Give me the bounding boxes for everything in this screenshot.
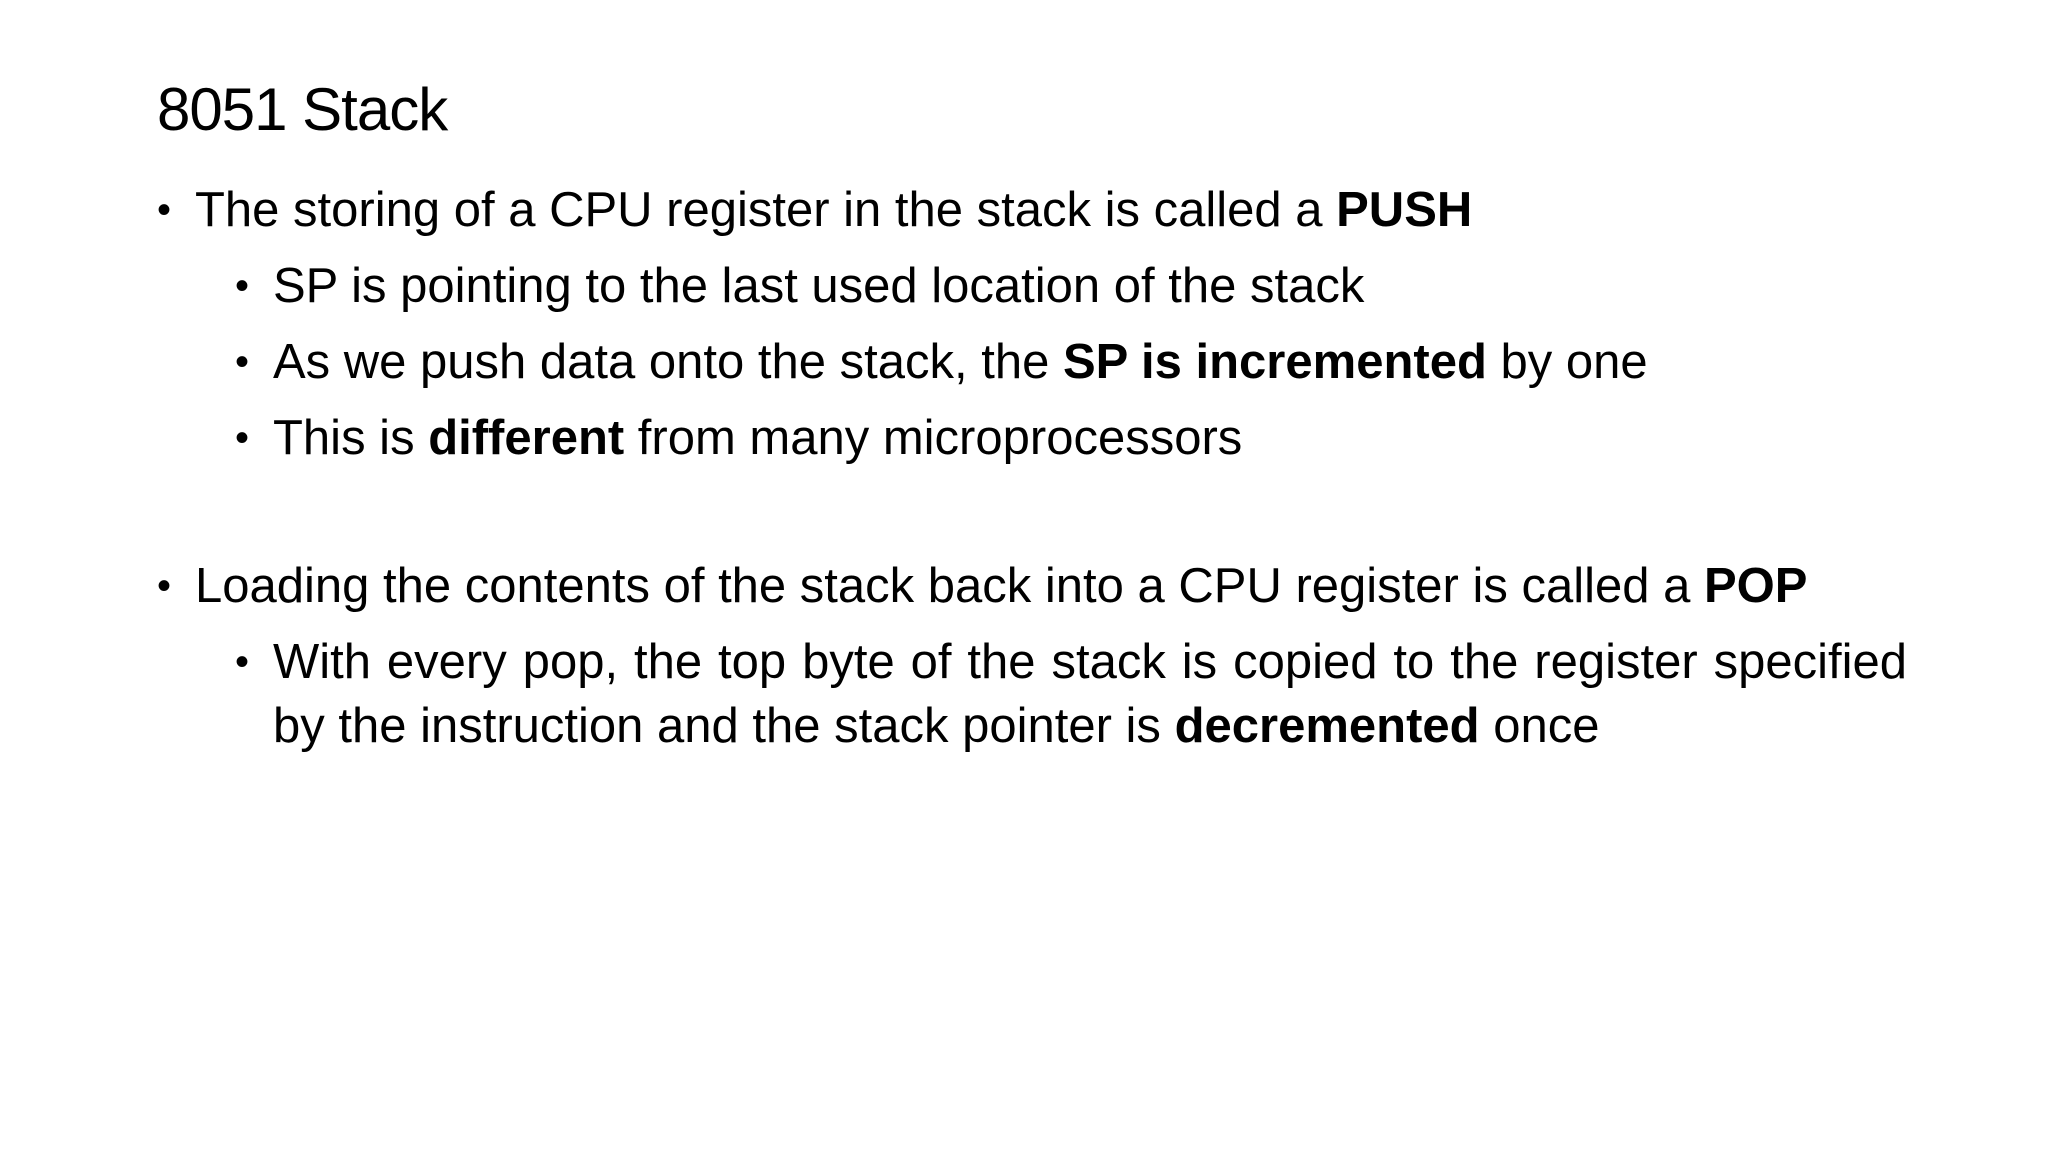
sub-bullet-sp-increment-before: As we push data onto the stack, the <box>273 335 1063 389</box>
sub-bullet-different-after: from many microprocessors <box>624 411 1243 465</box>
bullet-pop-text: Loading the contents of the stack back i… <box>195 559 1704 613</box>
sub-bullet-pop-detail-bold: decremented <box>1174 699 1480 753</box>
sub-bullet-sp-pointing-text: SP is pointing to the last used location… <box>273 259 1365 313</box>
sub-bullet-different-bold: different <box>428 411 625 465</box>
bullet-push-text: The storing of a CPU register in the sta… <box>195 183 1337 237</box>
sub-bullet-different-before: This is <box>273 411 429 465</box>
sub-bullet-sp-increment-bold: SP is incremented <box>1062 335 1487 389</box>
sub-bullet-sp-increment: • As we push data onto the stack, the SP… <box>157 330 1907 394</box>
bullet-dot-icon: • <box>157 188 172 232</box>
bullet-pop: • Loading the contents of the stack back… <box>157 554 1907 618</box>
bullet-pop-keyword: POP <box>1703 559 1808 613</box>
slide-title: 8051 Stack <box>157 76 448 143</box>
sub-bullet-different: • This is different from many microproce… <box>157 406 1907 470</box>
sub-bullet-sp-increment-after: by one <box>1486 335 1648 389</box>
bullet-dot-icon: • <box>235 340 250 384</box>
bullet-push: • The storing of a CPU register in the s… <box>157 178 1907 242</box>
bullet-dot-icon: • <box>157 564 172 608</box>
bullet-dot-icon: • <box>235 416 250 460</box>
slide-body: • The storing of a CPU register in the s… <box>157 178 1907 758</box>
sub-bullet-sp-pointing: • SP is pointing to the last used locati… <box>157 254 1907 318</box>
bullet-dot-icon: • <box>235 640 250 684</box>
sub-bullet-pop-detail-after: once <box>1479 699 1600 753</box>
sub-bullet-pop-detail-before: With every pop, the top byte of the stac… <box>273 635 1907 753</box>
sub-bullet-pop-detail: • With every pop, the top byte of the st… <box>157 630 1907 758</box>
bullet-push-keyword: PUSH <box>1336 183 1473 237</box>
bullet-dot-icon: • <box>235 264 250 308</box>
